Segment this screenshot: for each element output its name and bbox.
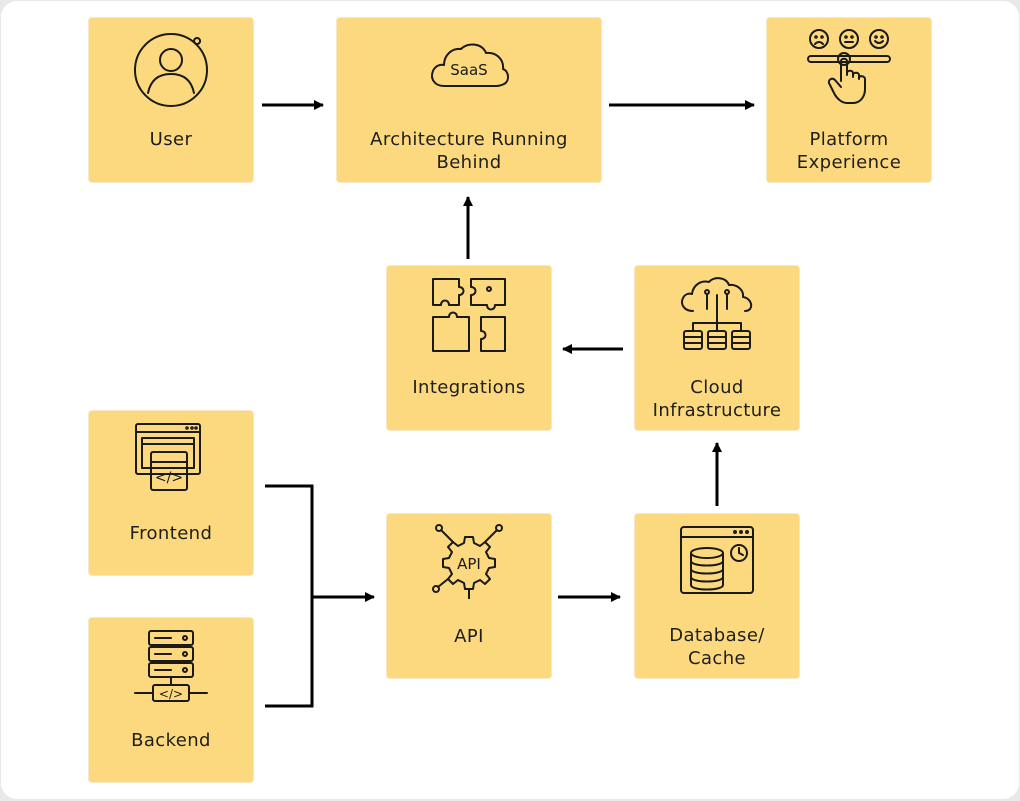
node-label: User [149, 129, 193, 150]
node-frontend: </> Frontend [89, 411, 253, 575]
node-user: User [89, 18, 253, 182]
user-avatar-icon [134, 33, 208, 107]
database-browser-icon [680, 526, 754, 594]
node-label: Cloud Infrastructure [652, 377, 782, 421]
cloud-network-icon [681, 277, 753, 350]
node-integrations: Integrations [387, 266, 551, 430]
node-architecture: SaaS Architecture Running Behind [337, 18, 601, 182]
connector-frontend [265, 484, 314, 597]
node-label: Backend [131, 730, 211, 751]
rating-slider-hand-icon [807, 29, 891, 104]
node-label: Architecture Running Behind [370, 129, 568, 173]
node-platform: Platform Experience [767, 18, 931, 182]
code-text: </> [155, 470, 183, 486]
node-cloud: Cloud Infrastructure [635, 266, 799, 430]
node-backend: </> Backend [89, 618, 253, 782]
puzzle-pieces-icon [432, 278, 506, 352]
api-gear-icon: API [432, 524, 503, 599]
saas-cloud-icon: SaaS [431, 43, 509, 87]
node-label: Frontend [129, 523, 213, 544]
connector-backend [265, 597, 314, 708]
node-label: API [454, 626, 484, 647]
node-label: Database/ Cache [669, 625, 765, 669]
node-label: Integrations [412, 377, 526, 398]
node-database: Database/ Cache [635, 514, 799, 678]
api-text: API [457, 555, 481, 573]
server-rack-code-icon: </> [134, 630, 208, 702]
saas-text: SaaS [450, 61, 487, 79]
node-api: API API [387, 514, 551, 678]
browser-code-icon: </> [135, 423, 201, 491]
code-text: </> [159, 687, 183, 701]
node-label: Platform Experience [796, 129, 902, 173]
